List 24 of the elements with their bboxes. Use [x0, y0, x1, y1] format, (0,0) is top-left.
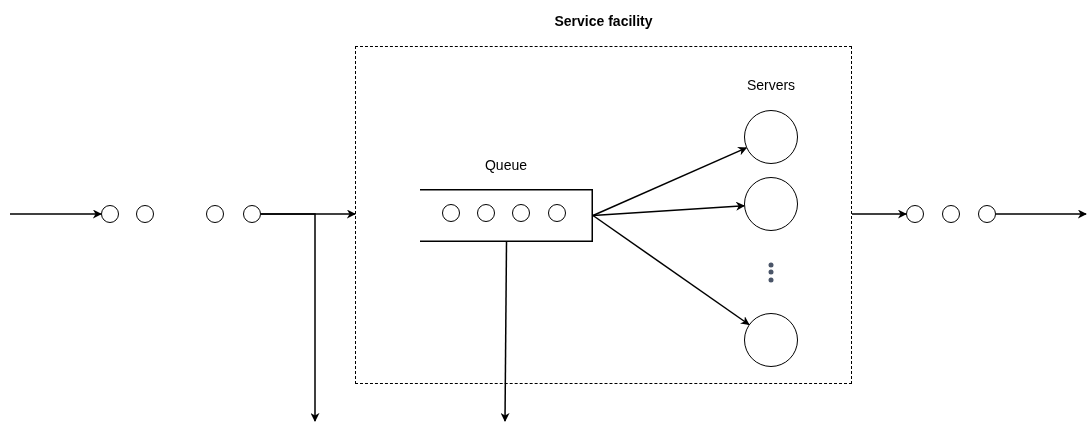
- customer-circle: [136, 205, 154, 223]
- customer-circle: [243, 205, 261, 223]
- arrow: [260, 213, 320, 422]
- customer-circle: [442, 204, 460, 222]
- customer-circle: [906, 205, 924, 223]
- arrow: [995, 209, 1087, 219]
- customer-circle: [477, 204, 495, 222]
- customer-circle: [942, 205, 960, 223]
- arrow: [851, 209, 907, 219]
- group-title: Service facility: [554, 13, 653, 29]
- servers-label: Servers: [746, 77, 796, 93]
- customer-circle: [101, 205, 119, 223]
- arrow: [9, 209, 102, 219]
- queue-label: Queue: [484, 156, 527, 173]
- arrow: [592, 201, 745, 217]
- server-circle: [743, 109, 798, 164]
- arrow: [500, 241, 510, 422]
- server-circle: [743, 312, 798, 367]
- arrow: [592, 214, 750, 326]
- customer-circle: [206, 205, 224, 223]
- customer-circle: [548, 204, 566, 222]
- customer-circle: [978, 205, 996, 223]
- arrow: [592, 147, 748, 217]
- customer-circle: [512, 204, 530, 222]
